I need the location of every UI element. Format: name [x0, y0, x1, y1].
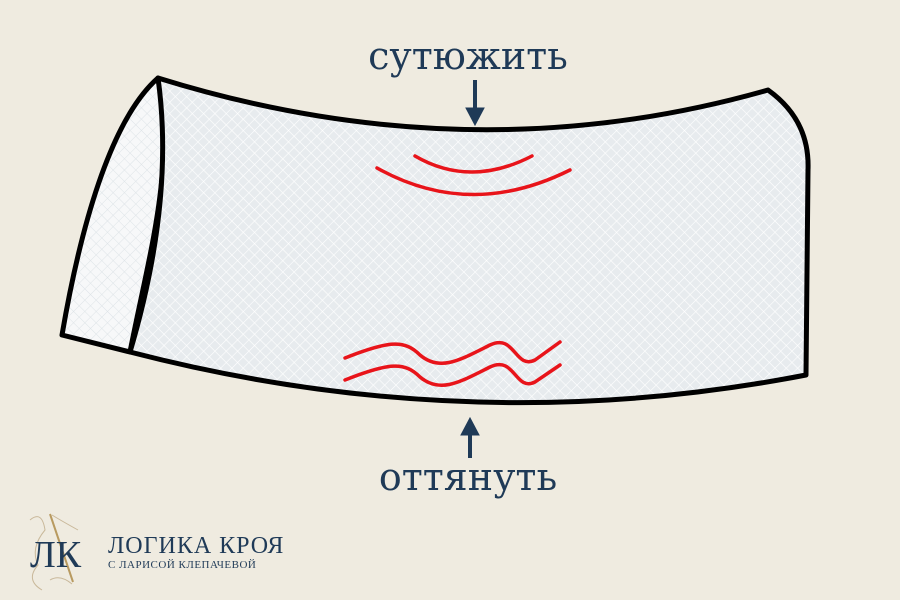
arrow-up-icon: [460, 416, 480, 458]
logo-emblem: ЛК: [29, 513, 82, 591]
shrink-marks: [375, 154, 572, 197]
stretch-marks: [343, 340, 562, 387]
fabric-piece: [127, 75, 811, 406]
logo-subtitle: С ЛАРИСОЙ КЛЕПАЧЕВОЙ: [108, 559, 257, 571]
arrow-down-icon: [465, 80, 485, 127]
label-stretch: оттянуть: [378, 455, 558, 499]
logo-title: ЛОГИКА КРОЯ: [108, 533, 285, 559]
logo-monogram: ЛК: [30, 534, 82, 576]
label-shrink: сутюжить: [368, 34, 568, 78]
